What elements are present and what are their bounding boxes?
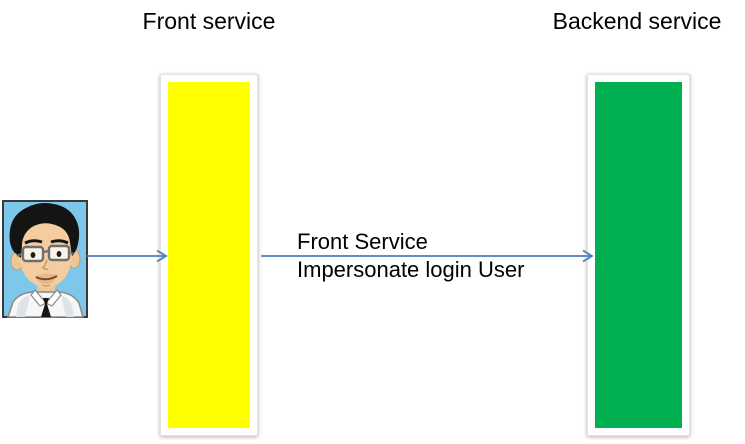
front-service-bar (160, 74, 258, 436)
arrow-front-to-backend (261, 249, 594, 263)
arrow-user-to-front (87, 249, 168, 263)
backend-service-title: Backend service (552, 8, 722, 34)
user-avatar-icon (2, 200, 88, 318)
arrow-label: Front Service Impersonate login User (297, 228, 524, 284)
user-avatar (2, 200, 88, 318)
arrow-label-line2: Impersonate login User (297, 257, 525, 282)
backend-service-bar (587, 74, 690, 436)
arrow-head-icon (156, 249, 168, 263)
arrow-head-icon (582, 249, 594, 263)
front-service-title: Front service (142, 8, 276, 34)
arrow-label-line1: Front Service (297, 229, 428, 254)
front-service-bar-fill (168, 82, 250, 428)
backend-service-bar-fill (595, 82, 682, 428)
